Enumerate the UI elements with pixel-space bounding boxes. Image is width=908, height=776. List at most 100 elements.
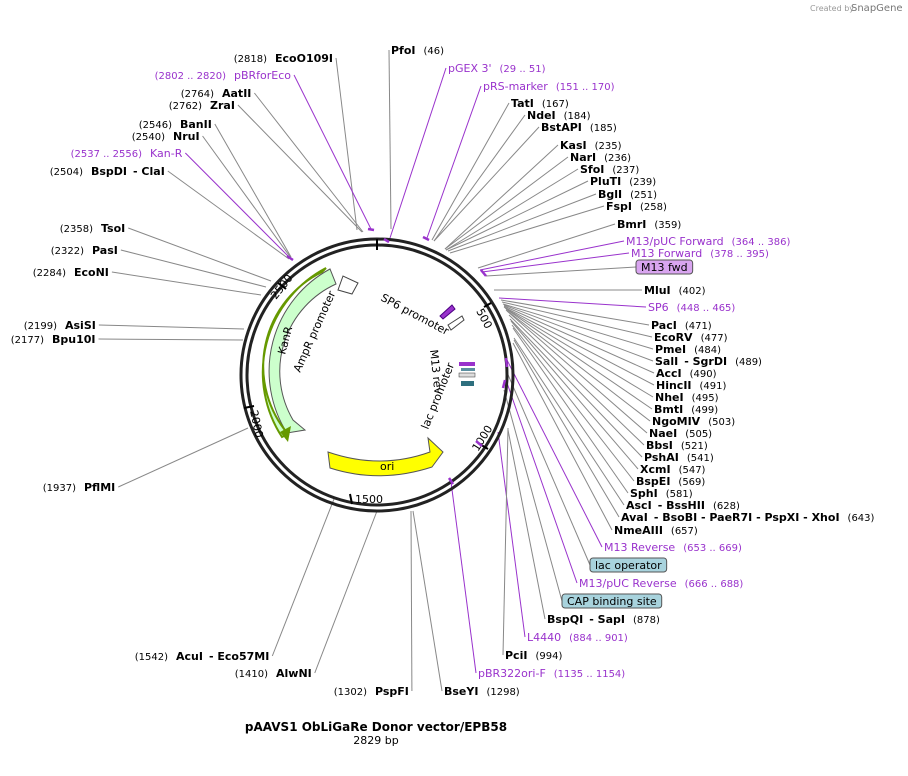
- snapgene-logo: SnapGene: [851, 3, 903, 14]
- leader-line: [118, 427, 249, 488]
- site-label: NarI(236): [570, 151, 631, 164]
- site-position: (484): [694, 345, 721, 356]
- tick-label-500: 500: [473, 306, 494, 331]
- site-position: (643): [848, 513, 875, 524]
- leader-line: [293, 74, 372, 230]
- sp6-promoter-label: SP6 promoter: [379, 291, 452, 338]
- site-position: (2762): [169, 101, 202, 112]
- site-position: (359): [654, 220, 681, 231]
- leader-line: [98, 338, 244, 341]
- site-label: (2358) TsoI: [60, 222, 126, 235]
- site-position: (547): [679, 465, 706, 476]
- site-name: BspQI: [547, 613, 583, 626]
- site-position: (2546): [139, 120, 172, 131]
- site-name: PmeI: [655, 343, 686, 356]
- site-label: BseYI (1298): [444, 685, 520, 698]
- leader-line: [335, 57, 358, 231]
- leader-line: [433, 126, 540, 242]
- site-name: BseYI: [444, 685, 478, 698]
- site-label: (2762)ZraI: [169, 99, 235, 112]
- site-name: BspEI: [636, 475, 670, 488]
- site-name: BglI: [598, 188, 622, 201]
- site-position: (364 .. 386): [732, 237, 791, 248]
- site-name-extra: - BssHII: [658, 499, 705, 512]
- site-label: pRS-marker(151 .. 170): [483, 80, 615, 93]
- leader-line: [506, 310, 648, 434]
- leader-line: [445, 168, 579, 251]
- leader-line: [498, 297, 647, 308]
- site-position: (490): [690, 369, 717, 380]
- leader-line: [481, 252, 630, 273]
- site-name: NarI: [570, 151, 596, 164]
- site-label: BmrI (359): [617, 218, 681, 231]
- site-label: (2540)NruI: [132, 130, 200, 143]
- site-label: (2199)AsiSI: [24, 319, 96, 332]
- site-position: (1298): [486, 687, 519, 698]
- site-position: (237): [612, 165, 639, 176]
- site-name: Kan-R: [150, 147, 183, 160]
- site-label: BglI(251): [598, 188, 657, 201]
- site-name: pBRforEco: [234, 69, 291, 82]
- site-label: M13/pUC Forward(364 .. 386): [626, 235, 790, 248]
- site-label: BspQI- SapI(878): [547, 613, 660, 626]
- site-position: (521): [681, 441, 708, 452]
- ori-label: ori: [380, 460, 394, 473]
- site-position: (495): [692, 393, 719, 404]
- site-position: (503): [708, 417, 735, 428]
- sp6-promoter-arrow: [447, 315, 465, 331]
- site-name: KasI: [560, 139, 587, 152]
- site-name: BanII: [180, 118, 212, 131]
- site-position: (2764): [181, 89, 214, 100]
- site-label: (1937)PflMI: [43, 481, 116, 494]
- site-label: SP6(448 .. 465): [648, 301, 735, 314]
- site-position: (499): [691, 405, 718, 416]
- leader-lines: [98, 49, 655, 692]
- site-position: (878): [633, 615, 660, 626]
- leader-line: [507, 429, 546, 620]
- sp6-primer-arrow: [439, 304, 456, 320]
- site-label: M13/pUC Reverse(666 .. 688): [579, 577, 743, 590]
- leader-line: [410, 510, 413, 692]
- plasmid-size: 2829 bp: [353, 734, 398, 747]
- site-name: PshAI: [644, 451, 679, 464]
- leader-line: [444, 156, 569, 250]
- site-name: NdeI: [527, 109, 556, 122]
- leader-line: [444, 144, 559, 250]
- site-label: (1410)AlwNI: [235, 667, 312, 680]
- site-position: (477): [701, 333, 728, 344]
- site-label: SalI- SgrDI(489): [655, 355, 762, 368]
- site-label: PciI(994): [505, 649, 562, 662]
- site-position: (505): [685, 429, 712, 440]
- site-position: (884 .. 901): [569, 633, 628, 644]
- site-label: AccI(490): [656, 367, 717, 380]
- site-label: pGEX 3'(29 .. 51): [448, 62, 546, 75]
- site-name: M13/pUC Reverse: [579, 577, 677, 590]
- site-position: (581): [666, 489, 693, 500]
- leader-line: [503, 306, 655, 386]
- leader-line: [497, 431, 526, 638]
- site-position: (569): [678, 477, 705, 488]
- site-name: PspFI: [375, 685, 409, 698]
- site-name: AvaI: [621, 511, 648, 524]
- site-name: TsoI: [101, 222, 125, 235]
- site-label: (2546) BanII: [139, 118, 212, 131]
- leader-line: [128, 227, 272, 282]
- site-label: EcoRV(477): [654, 331, 728, 344]
- site-name: BmrI: [617, 218, 646, 231]
- plasmid-name: pAAVS1 ObLiGaRe Donor vector/EPB58: [245, 720, 507, 734]
- site-position: (2358): [60, 224, 93, 235]
- site-name: SP6: [648, 301, 669, 314]
- feature-box-label: M13 fwd: [641, 261, 688, 274]
- site-position: (2802 .. 2820): [155, 71, 227, 82]
- tick-2000: [243, 405, 255, 409]
- leader-line: [506, 359, 603, 548]
- site-name: HincII: [656, 379, 692, 392]
- site-label: (2177)Bpu10I: [11, 333, 96, 346]
- leader-line: [505, 379, 578, 584]
- site-position: (489): [735, 357, 762, 368]
- site-position: (239): [629, 177, 656, 188]
- site-name: NaeI: [649, 427, 677, 440]
- site-label: CAP binding site: [561, 593, 663, 609]
- site-name: pBR322ori-F: [478, 667, 546, 680]
